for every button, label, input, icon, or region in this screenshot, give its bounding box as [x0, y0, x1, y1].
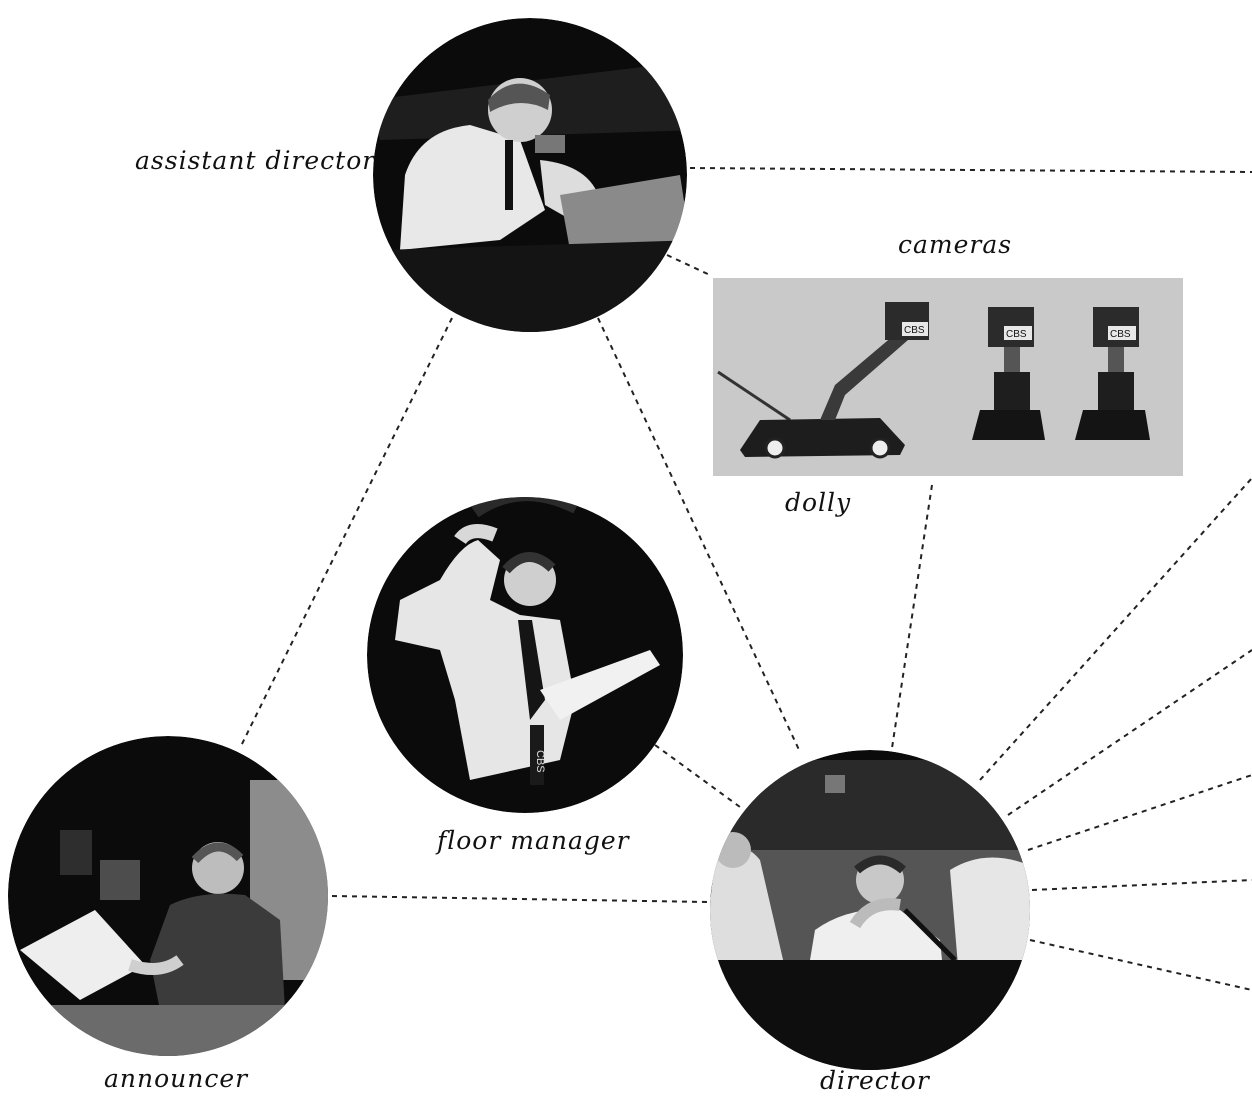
pedestal-camera-2-brand: CBS	[1110, 329, 1131, 340]
cameras-label: cameras	[898, 230, 1013, 259]
connector-cameras-director	[891, 484, 933, 749]
assistant-director-photo	[373, 18, 687, 332]
connector-ad-cameras	[666, 254, 713, 277]
connector-director-r1	[979, 477, 1252, 781]
connector-announcer-director	[331, 895, 709, 903]
pedestal-camera-2: CBS	[1075, 307, 1150, 440]
connector-lines	[239, 167, 1252, 991]
director-label: director	[820, 1066, 930, 1095]
connector-director-r4	[1031, 879, 1252, 891]
dolly-camera: CBS	[717, 302, 929, 459]
director-photo	[710, 750, 1030, 1070]
announcer-label: announcer	[104, 1064, 249, 1093]
connector-floor-director	[654, 744, 741, 808]
pedestal-camera-1: CBS	[972, 307, 1045, 440]
lanyard-brand-text: CBS	[534, 750, 546, 773]
cameras-photo: CBS CBS CBS	[713, 278, 1183, 476]
pedestal-camera-1-brand: CBS	[1006, 329, 1027, 340]
connector-director-r5	[1029, 939, 1252, 991]
floor-manager-photo: CBS	[367, 497, 683, 813]
connector-ad-right	[689, 167, 1252, 173]
dolly-label: dolly	[785, 488, 852, 517]
floor-manager-label: floor manager	[437, 826, 630, 855]
dolly-camera-brand: CBS	[904, 325, 925, 336]
connector-director-r3	[1027, 774, 1252, 851]
connector-director-r2	[1007, 649, 1252, 816]
assistant-director-label: assistant director	[135, 146, 376, 175]
announcer-photo	[8, 736, 328, 1056]
